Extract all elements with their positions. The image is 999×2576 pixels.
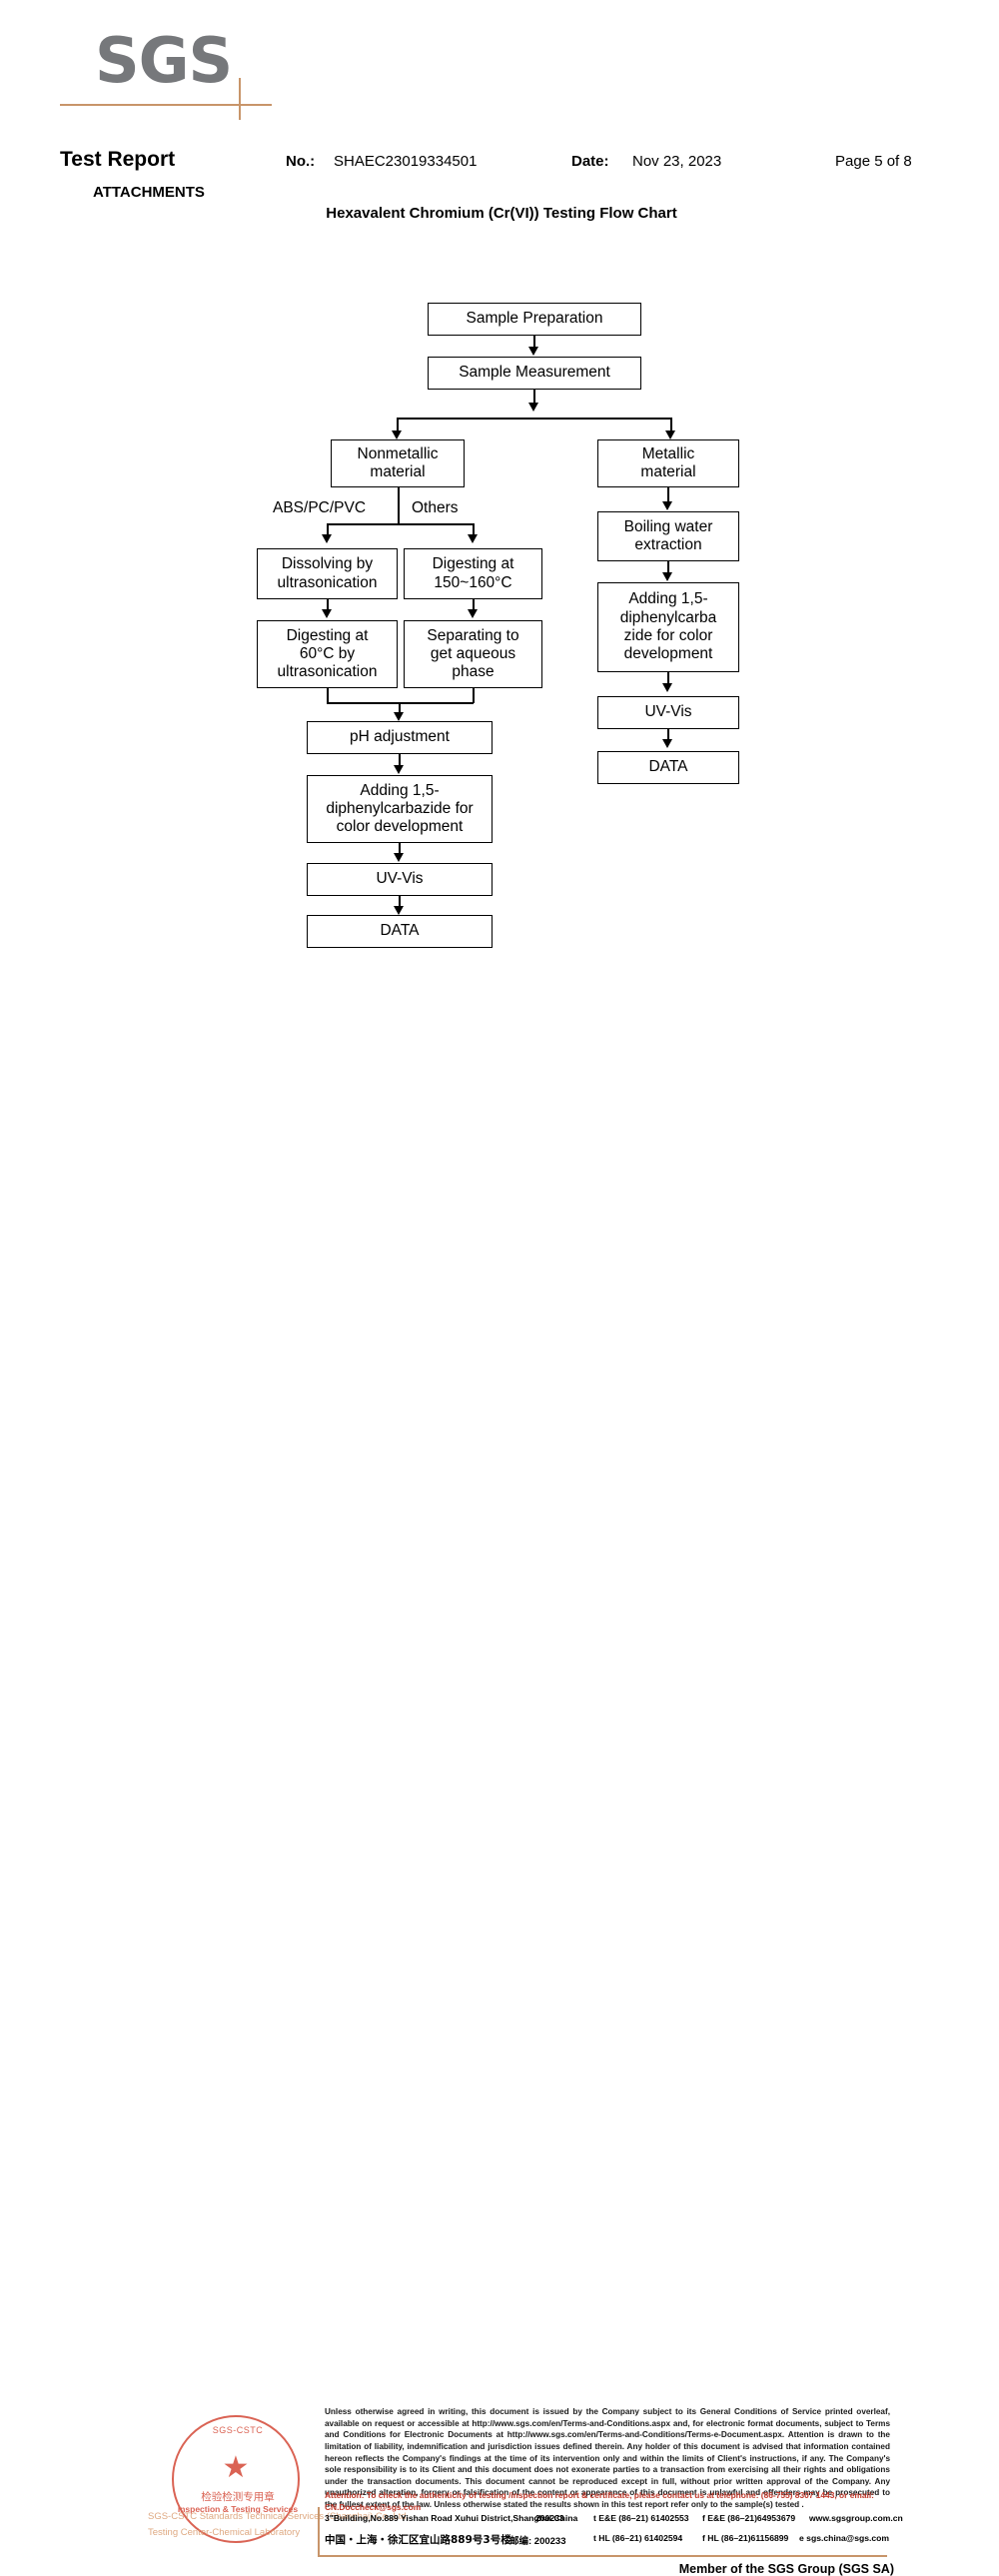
report-number-label: No.: <box>286 153 316 170</box>
connector-line <box>327 702 474 704</box>
logo-horizontal-rule <box>60 104 272 106</box>
flow-node-boiling-water-extraction: Boiling water extraction <box>597 511 739 561</box>
page-indicator: Page 5 of 8 <box>835 153 912 170</box>
connector-line <box>667 561 669 573</box>
company-seal: SGS-CSTC ★ 检验检测专用章 Inspection & Testing … <box>172 2415 300 2543</box>
arrow-down-icon <box>665 430 675 439</box>
connector-line <box>670 418 672 431</box>
arrow-down-icon <box>322 609 332 618</box>
logo-vertical-rule <box>239 78 241 120</box>
seal-chinese-name: 检验检测专用章 <box>201 2491 275 2503</box>
connector-line <box>397 418 671 420</box>
seal-arc-text: SGS-CSTC <box>212 2425 264 2435</box>
arrow-down-icon <box>468 609 478 618</box>
page-title: Test Report <box>60 148 176 171</box>
connector-line <box>398 487 400 523</box>
connector-line <box>399 896 401 907</box>
zip-english: 200233 <box>535 2513 564 2523</box>
member-of-sgs-group: Member of the SGS Group (SGS SA) <box>678 2562 894 2576</box>
flow-node-ph-adjustment: pH adjustment <box>307 721 493 754</box>
flow-node-separating: Separating to get aqueous phase <box>404 620 542 688</box>
flow-node-adding-diphenylcarbazide-right: Adding 1,5- diphenylcarba zide for color… <box>597 582 739 672</box>
website-link[interactable]: www.sgsgroup.com.cn <box>809 2513 903 2523</box>
arrow-down-icon <box>394 765 404 774</box>
arrow-down-icon <box>662 572 672 581</box>
report-number-value: SHAEC23019334501 <box>334 153 478 170</box>
flow-node-digesting-60: Digesting at 60°C by ultrasonication <box>257 620 398 688</box>
arrow-down-icon <box>394 853 404 862</box>
edge-label-others: Others <box>412 499 459 516</box>
connector-line <box>327 523 473 525</box>
flow-node-metallic-material: Metallic material <box>597 439 739 487</box>
flow-node-data-right: DATA <box>597 751 739 784</box>
connector-line <box>473 523 475 535</box>
connector-line <box>533 336 535 348</box>
sgs-logo-text: SGS <box>95 24 233 97</box>
connector-line <box>397 418 399 431</box>
report-footer: SGS-CSTC ★ 检验检测专用章 Inspection & Testing … <box>0 1195 999 2576</box>
flow-node-sample-preparation: Sample Preparation <box>428 303 641 336</box>
flow-node-sample-measurement: Sample Measurement <box>428 357 641 390</box>
connector-line <box>667 672 669 684</box>
telephone-hl: t HL (86–21) 61402594 <box>593 2533 683 2543</box>
connector-line <box>327 599 329 610</box>
report-date-value: Nov 23, 2023 <box>632 153 722 170</box>
flow-node-digesting-150: Digesting at 150~160°C <box>404 548 542 599</box>
sgs-logo: SGS <box>0 0 999 140</box>
footer-horizontal-divider <box>318 2555 887 2557</box>
report-header: Test Report ATTACHMENTS No.: SHAEC230193… <box>0 148 999 228</box>
zip-chinese: 邮编: 200233 <box>509 2536 566 2547</box>
flow-node-uv-vis-right: UV-Vis <box>597 696 739 729</box>
connector-line <box>667 487 669 502</box>
flow-chart-title: Hexavalent Chromium (Cr(VI)) Testing Flo… <box>326 205 677 222</box>
arrow-down-icon <box>528 403 538 412</box>
fax-ee: f E&E (86–21)64953679 <box>702 2513 796 2523</box>
connector-line <box>667 729 669 740</box>
edge-label-abs-pc-pvc: ABS/PC/PVC <box>273 499 367 516</box>
arrow-down-icon <box>394 712 404 721</box>
arrow-down-icon <box>322 534 332 543</box>
flow-node-uv-vis-left: UV-Vis <box>307 863 493 896</box>
flow-node-nonmetallic-material: Nonmetallic material <box>331 439 465 487</box>
connector-line <box>473 688 475 703</box>
testing-flow-chart: Sample Preparation Sample Measurement No… <box>0 0 999 999</box>
connector-line <box>473 599 475 610</box>
arrow-down-icon <box>662 501 672 510</box>
telephone-ee: t E&E (86–21) 61402553 <box>593 2513 689 2523</box>
flow-node-adding-diphenylcarbazide-left: Adding 1,5- diphenylcarbazide for color … <box>307 775 493 843</box>
arrow-down-icon <box>662 739 672 748</box>
connector-line <box>327 688 329 703</box>
flow-node-dissolving: Dissolving by ultrasonication <box>257 548 398 599</box>
flow-node-data-left: DATA <box>307 915 493 948</box>
address-chinese: 中国・上海・徐汇区宜山路889号3号楼 <box>325 2534 511 2546</box>
attachments-label: ATTACHMENTS <box>93 184 205 201</box>
arrow-down-icon <box>392 430 402 439</box>
attention-notice: Attention: To check the authenticity of … <box>325 2490 874 2512</box>
connector-line <box>327 523 329 535</box>
star-icon: ★ <box>222 2451 250 2484</box>
seal-faded-line-2: Testing Center-Chemical Laboratory <box>148 2527 301 2538</box>
connector-line <box>399 754 401 766</box>
connector-line <box>399 843 401 854</box>
fax-hl: f HL (86–21)61156899 <box>702 2533 789 2543</box>
report-date-label: Date: <box>571 153 609 170</box>
arrow-down-icon <box>394 906 404 915</box>
email-link[interactable]: e sgs.china@sgs.com <box>799 2533 890 2543</box>
arrow-down-icon <box>528 347 538 356</box>
footer-vertical-divider <box>318 2507 320 2555</box>
connector-line <box>399 702 401 713</box>
arrow-down-icon <box>662 683 672 692</box>
arrow-down-icon <box>468 534 478 543</box>
connector-line <box>533 390 535 404</box>
